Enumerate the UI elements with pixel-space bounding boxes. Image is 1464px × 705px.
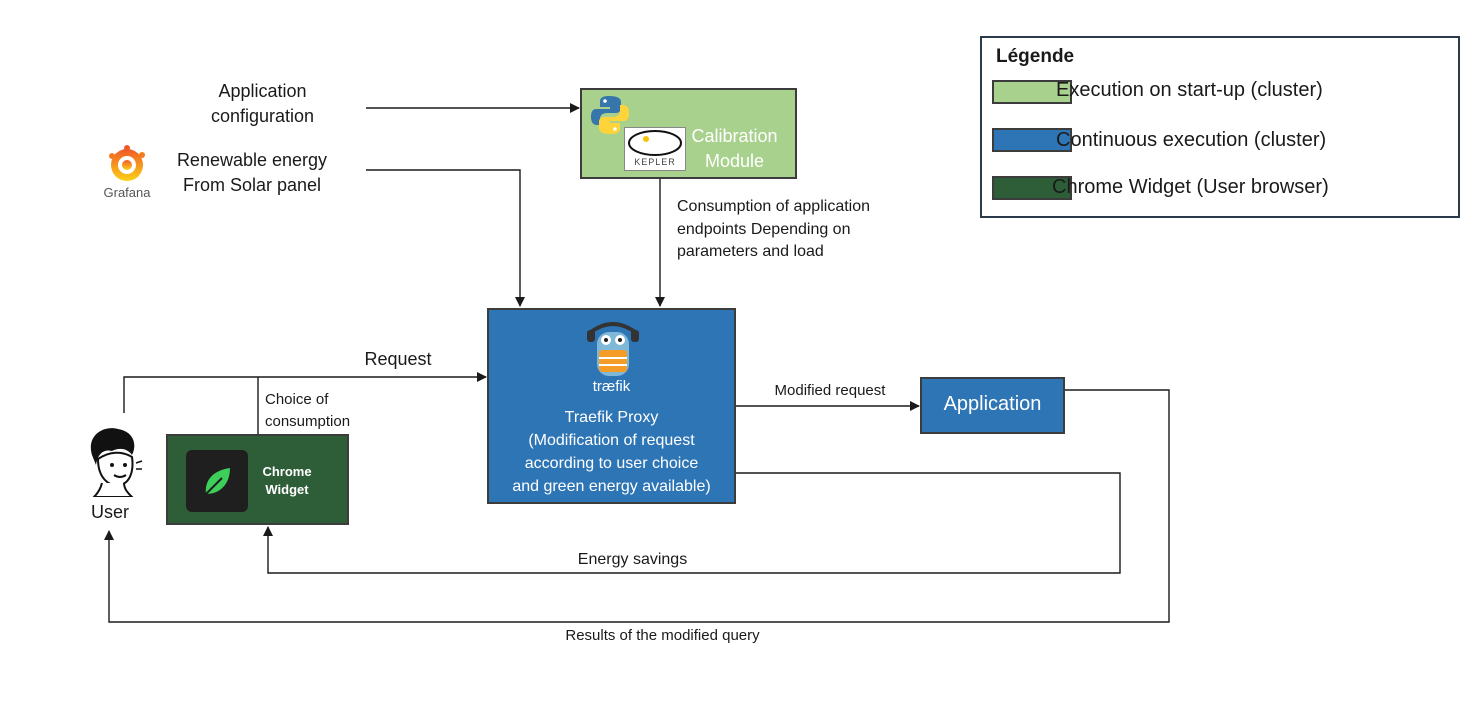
traefik-label: Traefik Proxy (Modification of request a… — [512, 409, 711, 495]
grafana-logo-text: Grafana — [103, 185, 151, 200]
arrow-request — [123, 372, 487, 413]
legend-swatch-startup — [992, 80, 1072, 104]
traefik-proxy-box: træfik Traefik Proxy (Modification of re… — [487, 308, 736, 504]
request-label: Request — [364, 349, 432, 369]
legend-swatch-continuous — [992, 128, 1072, 152]
traefik-logo-text: træfik — [592, 378, 631, 395]
app-config-label: Application configuration — [210, 81, 315, 126]
kepler-icon — [628, 130, 682, 156]
calibration-module-box: KEPLER Calibration Module — [580, 88, 797, 179]
calibration-note: Consumption of application endpoints Dep… — [677, 198, 871, 260]
calibration-label: Calibration Module — [691, 126, 778, 171]
leaf-icon — [186, 450, 248, 512]
legend-title: Légende — [996, 46, 1075, 67]
renewable-label: Renewable energy From Solar panel — [176, 150, 328, 195]
energy-savings-label: Energy savings — [577, 551, 688, 568]
legend-item-continuous: Continuous execution (cluster) — [1056, 129, 1327, 151]
grafana-icon — [109, 145, 145, 181]
kepler-logo: KEPLER — [624, 127, 686, 171]
traefik-gopher-icon — [587, 322, 639, 376]
widget-label: Chrome Widget — [262, 464, 312, 497]
arrow-results — [104, 389, 1170, 623]
legend-swatch-widget — [992, 176, 1072, 200]
user-label: User — [90, 502, 129, 522]
legend-item-startup: Execution on start-up (cluster) — [1056, 79, 1323, 101]
legend-item-widget: Chrome Widget (User browser) — [1052, 176, 1329, 198]
choice-label: Choice of consumption — [265, 391, 351, 430]
modified-request-label: Modified request — [774, 382, 886, 399]
grafana-logo: Grafana — [96, 143, 158, 203]
application-label: Application — [943, 393, 1042, 415]
arrow-renewable-to-traefik — [366, 169, 525, 307]
results-label: Results of the modified query — [565, 627, 760, 644]
application-box: Application — [920, 377, 1065, 434]
legend: Légende Execution on start-up (cluster) … — [980, 36, 1460, 218]
user-avatar — [82, 425, 144, 498]
arrow-energy-savings — [263, 472, 1121, 574]
user-icon — [90, 428, 143, 498]
chrome-widget-box: Chrome Widget — [166, 434, 349, 525]
kepler-logo-text: KEPLER — [634, 157, 676, 167]
python-icon — [591, 96, 629, 134]
